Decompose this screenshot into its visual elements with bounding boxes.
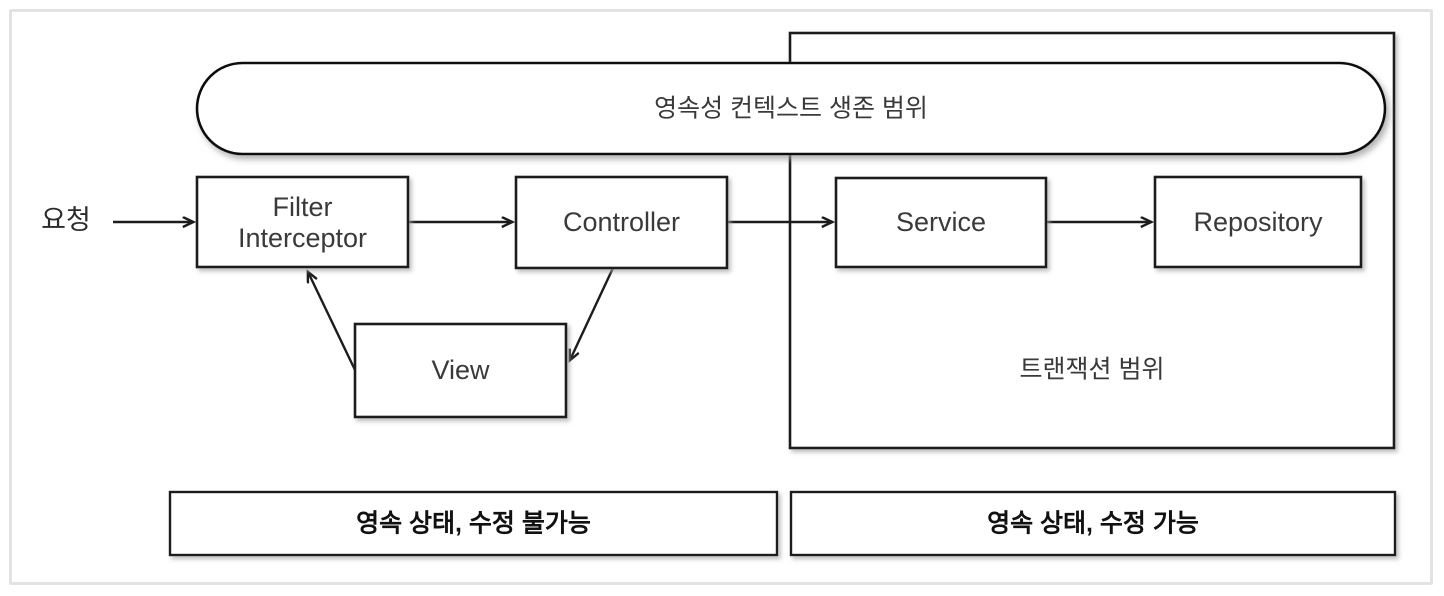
transaction-scope-label: 트랜잭션 범위 — [1020, 356, 1165, 384]
readonly-state-label: 영속 상태, 수정 불가능 — [356, 510, 591, 538]
state-bar-writable: 영속 상태, 수정 가능 — [789, 490, 1397, 557]
service-box[interactable] — [834, 176, 1048, 269]
node-view[interactable]: View — [353, 322, 568, 419]
persistence-context-stadium — [195, 61, 1387, 156]
readonly-state-box — [168, 490, 779, 557]
view-label: View — [431, 355, 490, 385]
connector-controller-to-view — [570, 267, 615, 360]
view-box[interactable] — [353, 322, 568, 419]
filter-interceptor-label-line1: Filter — [273, 192, 333, 222]
repository-box[interactable] — [1153, 175, 1363, 269]
filter-interceptor-box[interactable] — [195, 175, 410, 269]
writable-state-label: 영속 상태, 수정 가능 — [987, 510, 1199, 538]
outer-frame-border — [9, 9, 1433, 585]
request-label: 요청 — [41, 205, 91, 235]
persistence-context-scope-label: 영속성 컨텍스트 생존 범위 — [654, 95, 928, 123]
controller-box[interactable] — [514, 175, 729, 270]
controller-label: Controller — [563, 207, 680, 237]
node-repository[interactable]: Repository — [1153, 175, 1363, 269]
state-bar-readonly: 영속 상태, 수정 불가능 — [168, 490, 779, 557]
filter-interceptor-label-line2: Interceptor — [238, 223, 367, 253]
writable-state-box — [789, 490, 1397, 557]
persistence-context-scope-group: 영속성 컨텍스트 생존 범위 — [195, 61, 1387, 156]
connector-view-to-filter — [308, 272, 357, 371]
node-filter-interceptor[interactable]: Filter Interceptor — [195, 175, 410, 269]
service-label: Service — [896, 207, 986, 237]
node-service[interactable]: Service — [834, 176, 1048, 269]
repository-label: Repository — [1193, 207, 1323, 237]
node-controller[interactable]: Controller — [514, 175, 729, 270]
